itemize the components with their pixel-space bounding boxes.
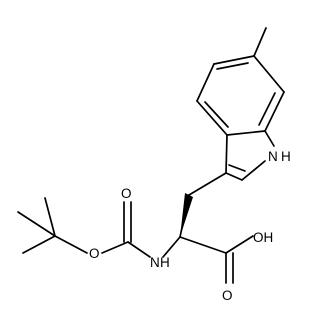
bond-benz-3 — [196, 100, 228, 136]
bond-n-c — [127, 241, 151, 258]
o-carbonyl-acid-label: O — [222, 288, 233, 303]
nh-indole-label-n: N — [268, 149, 278, 164]
bond-pyrrole-c2c3-inner — [228, 164, 246, 172]
bond-pyrrole-c2c3 — [225, 172, 243, 181]
nh-amide-label-h: H — [160, 255, 170, 270]
bond-stereo-wedge — [180, 193, 193, 237]
bonds — [17, 27, 285, 284]
o-ester-boc-label: O — [89, 246, 100, 261]
o-carbonyl-boc-label: O — [121, 186, 132, 201]
atom-labels: N H OH O O O N H — [89, 149, 291, 303]
bond-tbutyl-1 — [22, 235, 56, 254]
bond-benz-3-inner — [204, 101, 229, 128]
bond-benz-1 — [213, 55, 255, 65]
bond-methyl — [253, 27, 267, 57]
bond-ester-o-c — [54, 235, 88, 254]
bond-benz-5-inner — [258, 92, 276, 126]
bond-acid-c — [179, 236, 227, 254]
nh-amide-label-n: N — [150, 255, 160, 270]
bond-benz-4 — [226, 130, 266, 136]
bond-tbutyl-3 — [44, 197, 56, 237]
bond-boc-co-ester — [101, 241, 129, 254]
bond-ca-n — [162, 236, 181, 258]
bond-benz-1-inner — [216, 62, 249, 70]
nh-indole-label-h: H — [281, 149, 291, 164]
oh-acid-label: OH — [253, 230, 273, 245]
bond-pyrrole-c3c3a — [225, 134, 228, 174]
bond-benz-5 — [264, 91, 285, 132]
bond-acid-oh — [225, 235, 254, 254]
bond-benz-6 — [253, 55, 285, 93]
bond-pyrrole-n-right — [241, 160, 266, 181]
bond-benz-2 — [196, 63, 215, 102]
bond-pyrrole-n-left — [264, 130, 275, 147]
bond-tbutyl-2 — [17, 211, 56, 237]
bond-side-chain-1 — [188, 172, 227, 196]
